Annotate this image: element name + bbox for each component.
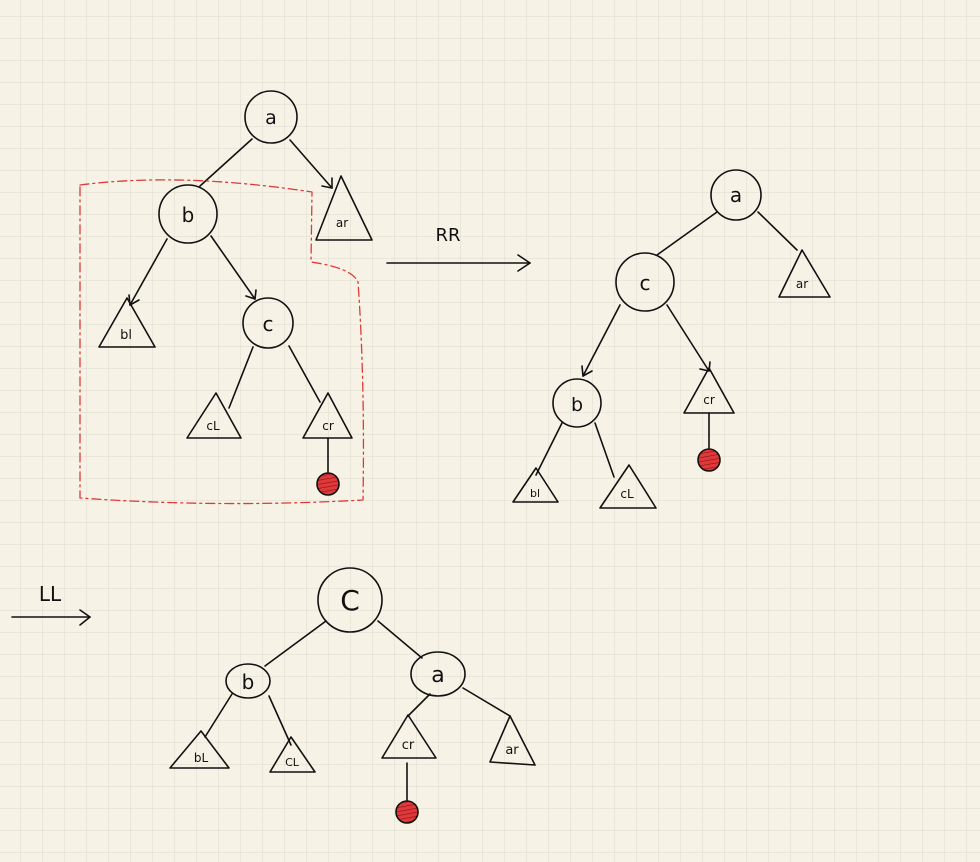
arrowhead-c [245, 289, 257, 300]
edge-b-bl [129, 238, 168, 306]
subtree-cr-label: cr [322, 419, 334, 433]
subtree-cl-label: CL [285, 756, 300, 769]
subtree-cr-label: cr [703, 393, 715, 407]
subtree-bl [98, 297, 156, 348]
node-a [410, 651, 466, 697]
edge-c-cr [288, 345, 321, 403]
edge-b-c [210, 235, 256, 300]
subtree-ar-label: ar [336, 216, 348, 230]
dashed-subtree-outline [79, 179, 365, 505]
subtree-cl-label: cL [620, 487, 634, 501]
node-a [244, 90, 298, 144]
edge-b-bl [535, 422, 563, 476]
node-c-label: C [340, 584, 360, 617]
edge-b-cl [594, 422, 615, 478]
new-inserted-node [316, 472, 340, 496]
edge-c-cr [666, 304, 710, 372]
subtree-cr-label: cr [402, 738, 415, 753]
arrowhead-b [581, 365, 593, 377]
arrowhead-ar [321, 177, 333, 189]
node-c [242, 297, 294, 349]
edge-a-ar [462, 687, 511, 717]
subtree-cl [186, 392, 242, 439]
edge-a-cr [407, 693, 431, 717]
edge-b-cl [268, 695, 292, 746]
arrowhead-cr [699, 361, 711, 372]
subtree-bl-label: bl [120, 328, 132, 343]
subtree-bl-label: bL [194, 751, 209, 765]
node-c-label: c [263, 312, 274, 336]
tree-after-rr [512, 169, 831, 509]
edge-c-cl [228, 346, 254, 409]
tree-after-ll [169, 567, 536, 824]
node-a-label: a [265, 107, 277, 129]
subtree-ar [315, 175, 373, 241]
edge-b-bl [204, 693, 233, 738]
node-a-label: a [431, 663, 444, 688]
tree-before [98, 90, 373, 496]
edge-c-b [264, 620, 327, 667]
subtree-ar-label: ar [505, 743, 519, 758]
node-b-label: b [242, 670, 255, 694]
edge-c-b [582, 304, 621, 377]
subtree-cr [302, 392, 353, 439]
subtree-cr [381, 714, 437, 759]
edge-c-a [377, 620, 423, 659]
ll-arrow [11, 609, 91, 626]
node-c [317, 567, 383, 633]
node-a-label: a [730, 183, 742, 207]
arrowhead-bl [128, 294, 140, 306]
node-c [615, 252, 675, 312]
subtree-bl [169, 730, 230, 769]
subtree-bl [512, 467, 559, 503]
new-inserted-node [697, 448, 721, 472]
subtree-cr [683, 367, 735, 414]
subtree-ar-label: ar [796, 277, 808, 291]
subtree-cl-label: cL [206, 419, 220, 433]
edge-a-b [199, 138, 253, 187]
new-inserted-node [395, 800, 419, 824]
rr-arrow [386, 254, 531, 272]
node-b [552, 378, 602, 428]
node-b [158, 184, 218, 244]
node-b-label: b [571, 394, 583, 416]
edge-a-ar [289, 139, 333, 189]
ll-label: LL [39, 582, 62, 606]
subtree-ar [778, 249, 831, 298]
rr-label: RR [435, 225, 460, 246]
subtree-ar [489, 715, 536, 766]
node-b [225, 663, 271, 699]
node-a [710, 169, 762, 221]
subtree-cl [269, 736, 316, 773]
edge-a-ar [757, 211, 798, 251]
node-c-label: c [640, 271, 651, 295]
subtree-cl [599, 464, 657, 509]
edge-a-c [656, 211, 718, 256]
subtree-bl-label: bl [530, 487, 540, 500]
node-b-label: b [182, 203, 195, 227]
